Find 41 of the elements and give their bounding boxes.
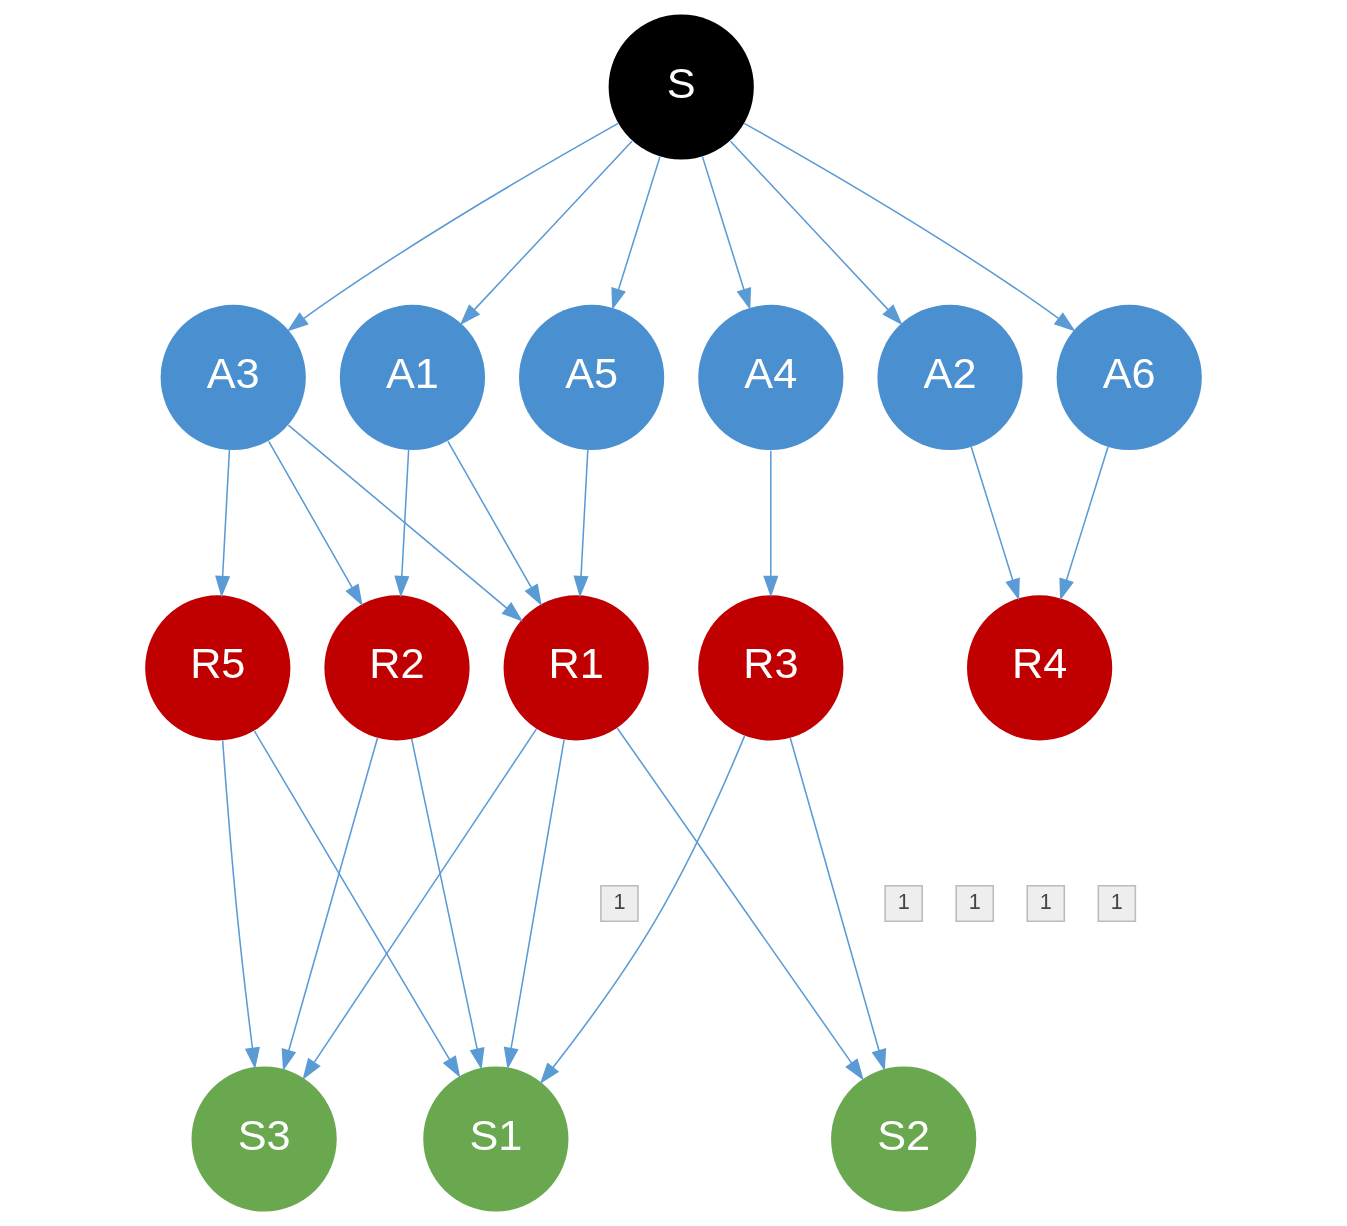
node-circle: S2 xyxy=(831,1066,977,1212)
node-circle: A4 xyxy=(698,304,844,450)
arrow xyxy=(729,140,903,326)
node-circle: A3 xyxy=(160,304,306,450)
arrow xyxy=(221,739,260,1070)
label: 1 xyxy=(968,889,981,915)
arrow xyxy=(539,735,746,1085)
arrow xyxy=(503,738,565,1070)
arrow xyxy=(394,449,410,598)
arrow xyxy=(253,730,461,1078)
arrow xyxy=(611,155,661,310)
arrow xyxy=(286,122,619,332)
node-circle: R3 xyxy=(698,595,844,741)
arrow xyxy=(789,737,887,1071)
label: 1 xyxy=(897,889,910,915)
arrow xyxy=(763,449,779,598)
arrow xyxy=(743,122,1076,332)
arrow xyxy=(268,440,363,607)
node-circle: R4 xyxy=(967,595,1113,741)
node-circle: R2 xyxy=(324,595,470,741)
node-circle: A5 xyxy=(519,304,665,450)
label: 1 xyxy=(613,889,626,915)
node-circle: S xyxy=(608,14,754,160)
arrow xyxy=(287,424,523,622)
arrow xyxy=(281,737,379,1071)
node-circle: S3 xyxy=(191,1066,337,1212)
label: 1 xyxy=(1039,889,1052,915)
node-circle: S1 xyxy=(423,1066,569,1212)
arrow xyxy=(1059,446,1109,601)
label: 1 xyxy=(1110,889,1123,915)
arrow xyxy=(302,728,538,1080)
node-circle: R5 xyxy=(145,595,291,741)
arrow xyxy=(573,449,589,598)
arrow xyxy=(970,446,1020,601)
arrow xyxy=(616,727,864,1081)
arrow xyxy=(447,440,542,607)
arrow xyxy=(410,738,485,1070)
arrow xyxy=(459,140,633,326)
node-circle: A6 xyxy=(1056,304,1202,450)
arrow xyxy=(215,449,231,598)
arrow xyxy=(701,155,752,310)
